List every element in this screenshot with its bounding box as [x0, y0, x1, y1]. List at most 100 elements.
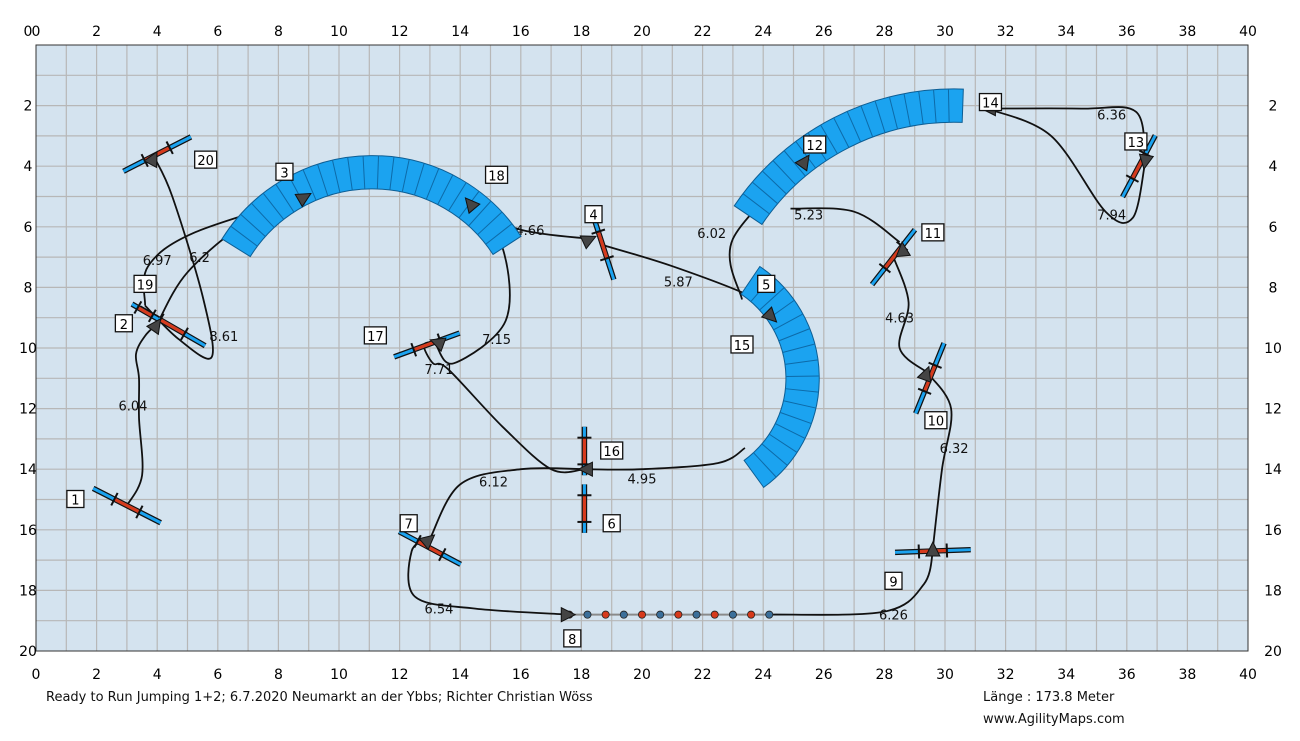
- number-text: 15: [734, 339, 751, 354]
- arrow-head: [760, 306, 778, 323]
- x-tick-top: 40: [1239, 24, 1257, 40]
- weave-pole: [583, 610, 592, 619]
- x-tick-top: 10: [330, 24, 348, 40]
- x-tick-top: 36: [1118, 24, 1136, 40]
- y-tick-left: 2: [24, 99, 33, 115]
- obstacle-number: 4: [584, 205, 603, 224]
- x-tick-top: 30: [936, 24, 954, 40]
- y-tick-left: 4: [24, 159, 33, 175]
- course-caption: Ready to Run Jumping 1+2; 6.7.2020 Neuma…: [46, 690, 593, 705]
- y-tick-right: 8: [1269, 280, 1278, 296]
- tunnel-rib: [833, 117, 850, 148]
- tunnel-rib: [448, 182, 467, 212]
- number-box: [194, 150, 218, 169]
- number-text: 10: [928, 415, 945, 430]
- direction-arrow: [143, 150, 158, 169]
- number-box: [730, 335, 754, 354]
- x-tick-bottom: 28: [875, 667, 893, 683]
- direction-arrow: [916, 365, 932, 383]
- obstacle-number: 3: [275, 162, 294, 181]
- weave-pole: [747, 610, 756, 619]
- tunnel-rib: [846, 111, 862, 143]
- path-segment: [790, 207, 901, 243]
- tunnel-rib: [331, 160, 341, 193]
- x-tick-bottom: 34: [1057, 667, 1075, 683]
- arrow-head: [895, 240, 912, 258]
- tunnels: [221, 88, 964, 489]
- obstacle-number: 19: [133, 274, 157, 293]
- jump-pole: [137, 306, 154, 318]
- y-tick-right: 20: [1264, 644, 1282, 660]
- arrow-head: [560, 606, 577, 623]
- x-tick-bottom: 4: [153, 667, 162, 683]
- tunnel-rib: [782, 343, 815, 353]
- number-text: 19: [137, 278, 154, 293]
- path-segment: [429, 467, 585, 540]
- tunnel-rib: [772, 160, 797, 186]
- jump: [130, 300, 160, 323]
- number-box: [978, 92, 1003, 112]
- x-tick-top: 2: [92, 24, 101, 40]
- x-tick-top: 0: [32, 24, 41, 40]
- jump: [577, 484, 592, 533]
- tunnel-rib: [347, 157, 353, 191]
- y-tick-right: 2: [1269, 99, 1278, 115]
- x-tick-top: 22: [694, 24, 712, 40]
- obstacle-number: 15: [730, 335, 754, 354]
- x-tick-top: 8: [274, 24, 283, 40]
- distance-label: 4.95: [628, 472, 657, 487]
- y-tick-right: 18: [1264, 583, 1282, 599]
- y-tick-left: 12: [19, 402, 37, 418]
- weave-pole: [692, 610, 701, 619]
- y-tick-left: 14: [19, 462, 37, 478]
- path-segment: [926, 371, 953, 549]
- distance-label: 7.15: [482, 333, 511, 348]
- number-text: 7: [405, 518, 413, 533]
- jump-standard: [1125, 174, 1139, 183]
- y-tick-left: 10: [19, 341, 37, 357]
- site-url: www.AgilityMaps.com: [983, 712, 1125, 727]
- obstacle-number: 1: [66, 489, 85, 509]
- number-box: [484, 165, 509, 184]
- number-box: [363, 326, 388, 345]
- tunnel-rib: [888, 96, 899, 130]
- number-text: 18: [488, 169, 505, 184]
- tunnel-rib: [401, 159, 410, 193]
- tunnel-rib: [768, 433, 798, 453]
- weave-pole: [674, 610, 683, 619]
- direction-arrow: [294, 192, 312, 208]
- x-tick-bottom: 6: [213, 667, 222, 683]
- jump-pole: [113, 497, 141, 514]
- number-text: 4: [589, 209, 597, 224]
- y-tick-right: 14: [1264, 462, 1282, 478]
- tunnel-rib: [251, 202, 275, 228]
- tunnel-rib: [477, 211, 503, 236]
- number-box: [563, 629, 582, 648]
- number-text: 13: [1128, 136, 1145, 151]
- tunnel-rib: [302, 169, 317, 201]
- y-tick-right: 12: [1264, 402, 1282, 418]
- x-tick-bottom: 32: [997, 667, 1015, 683]
- tunnel-rib: [860, 105, 874, 138]
- jump-standard: [591, 228, 606, 235]
- x-tick-bottom: 20: [633, 667, 651, 683]
- x-tick-bottom: 24: [754, 667, 772, 683]
- y-tick-left: 8: [24, 280, 33, 296]
- x-tick-bottom: 26: [815, 667, 833, 683]
- number-box: [884, 571, 903, 590]
- path-segment: [144, 156, 214, 360]
- x-tick-top: 12: [391, 24, 409, 40]
- tunnel-rib: [485, 223, 513, 245]
- distance-label: 6.97: [143, 254, 172, 269]
- obstacle-number: 18: [484, 165, 509, 184]
- tunnel-rib: [413, 163, 425, 196]
- obstacle-number: 7: [399, 514, 418, 533]
- arrow-head: [925, 540, 941, 557]
- x-tick-bottom: 40: [1239, 667, 1257, 683]
- x-tick-top: 14: [451, 24, 469, 40]
- jump-standard: [180, 327, 189, 341]
- jump: [91, 485, 162, 526]
- arrow-head: [916, 365, 932, 383]
- tunnel-rib: [425, 168, 440, 200]
